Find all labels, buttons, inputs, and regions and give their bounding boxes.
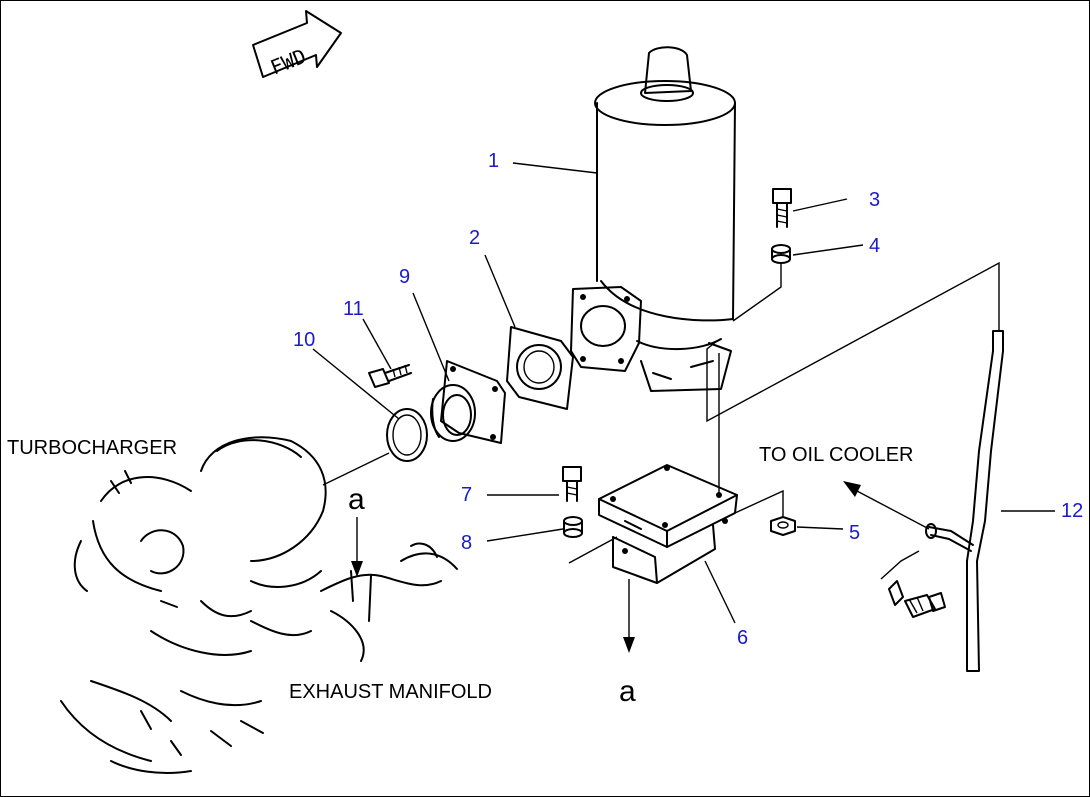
- turbocharger-sketch: [73, 436, 327, 618]
- part-number-10: 10: [293, 329, 315, 351]
- part-number-11: 11: [343, 298, 364, 320]
- label-connection-a-top: a: [348, 483, 365, 516]
- part-number-6: 6: [737, 627, 748, 649]
- part-number-8: 8: [461, 532, 472, 554]
- label-to-oil-cooler: TO OIL COOLER: [759, 444, 913, 466]
- oil-tube: [880, 330, 1004, 672]
- part-number-2: 2: [469, 227, 480, 249]
- part-number-1: 1: [488, 150, 499, 172]
- part-number-4: 4: [869, 235, 880, 257]
- mounting-bracket: [598, 464, 738, 584]
- connection-lines: [322, 261, 1000, 564]
- label-exhaust-manifold: EXHAUST MANIFOLD: [289, 681, 492, 703]
- part-number-7: 7: [461, 484, 472, 506]
- arrow-to-oil-cooler: [843, 481, 930, 530]
- part-number-12: 12: [1061, 500, 1083, 522]
- arrow-a-top: [351, 517, 363, 577]
- part-number-9: 9: [399, 266, 410, 288]
- label-connection-a-bottom: a: [619, 675, 636, 708]
- exhaust-manifold-sketch: [60, 542, 458, 774]
- bolt-3: [772, 188, 792, 228]
- fwd-label: FWD: [267, 44, 309, 80]
- part-number-5: 5: [849, 522, 860, 544]
- part-number-3: 3: [869, 189, 880, 211]
- washer-4: [771, 244, 791, 264]
- arrow-a-bottom: [623, 579, 635, 653]
- callout-leaders: [312, 162, 1055, 624]
- o-ring: [386, 408, 428, 462]
- washer-8: [563, 516, 583, 538]
- bolt-11: [368, 364, 412, 388]
- adapter-flange: [430, 360, 506, 444]
- fwd-arrow: FWD: [252, 10, 342, 80]
- breather-canister: [570, 46, 736, 392]
- nut-5: [770, 516, 796, 536]
- label-turbocharger: TURBOCHARGER: [7, 437, 177, 459]
- bolt-7: [562, 466, 582, 502]
- gasket: [506, 326, 574, 410]
